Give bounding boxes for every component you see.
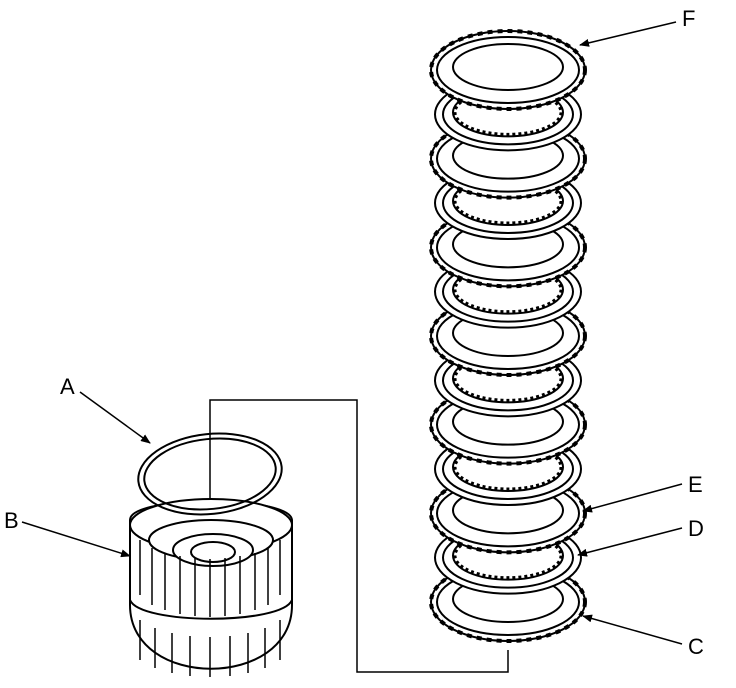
clutch-plate-stack bbox=[429, 29, 587, 643]
leader-lines bbox=[21, 21, 683, 645]
callout-b: B bbox=[4, 508, 19, 533]
leader-c bbox=[582, 614, 683, 645]
leader-e bbox=[582, 483, 683, 513]
leader-f bbox=[579, 21, 677, 47]
steel-plate bbox=[429, 29, 587, 111]
callout-c: C bbox=[688, 634, 704, 659]
leader-d bbox=[577, 527, 683, 557]
leader-b bbox=[21, 521, 131, 558]
connector-line bbox=[209, 399, 509, 673]
callout-e: E bbox=[688, 472, 703, 497]
callout-f: F bbox=[682, 6, 696, 31]
callout-a: A bbox=[60, 374, 75, 399]
leader-a bbox=[79, 391, 151, 444]
drum-splines bbox=[139, 540, 281, 677]
o-ring bbox=[137, 432, 283, 516]
clutch-drum bbox=[129, 498, 293, 677]
callout-d: D bbox=[688, 516, 704, 541]
